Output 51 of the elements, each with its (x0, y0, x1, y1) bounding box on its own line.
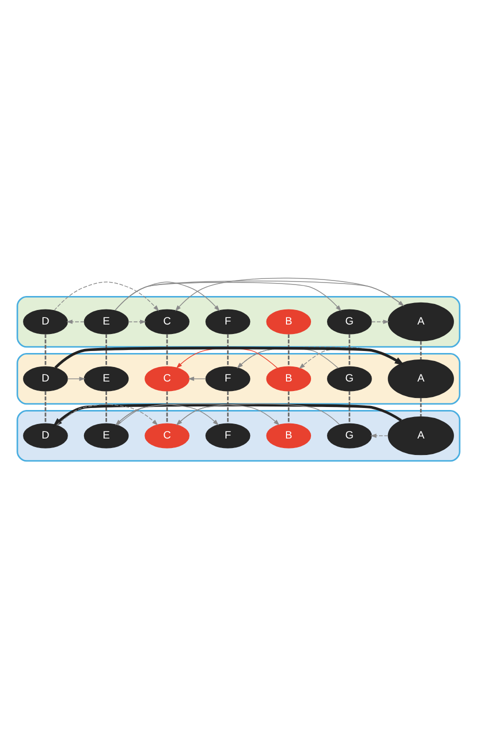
node-ellipse: B (266, 366, 312, 392)
node-ellipse: G (327, 309, 372, 334)
node-ellipse: F (205, 423, 250, 448)
connector (348, 334, 350, 366)
connector (106, 334, 108, 366)
node-ellipse: E (84, 309, 129, 334)
connector (348, 391, 350, 424)
arrow (176, 404, 340, 426)
node-ellipse: D (23, 423, 68, 448)
arrow (114, 282, 220, 312)
node-ellipse: F (205, 309, 250, 334)
connector (227, 334, 229, 366)
node-ellipse: A (388, 359, 454, 398)
connector (166, 334, 168, 366)
node-ellipse: G (327, 366, 372, 392)
arrow (114, 282, 342, 312)
connector (420, 341, 422, 360)
arrow (54, 282, 160, 312)
connector (106, 391, 108, 424)
connector (288, 334, 290, 366)
node-ellipse: E (84, 366, 129, 392)
arrow (188, 376, 206, 381)
node-ellipse: B (266, 423, 312, 448)
node-ellipse: C (144, 423, 190, 448)
node-ellipse: D (23, 366, 68, 392)
arrow (371, 320, 390, 324)
node-ellipse: C (144, 366, 190, 392)
node-ellipse: F (205, 366, 250, 392)
arrow (370, 434, 388, 438)
node-ellipse: A (388, 302, 454, 342)
connector (44, 391, 46, 424)
connector (44, 334, 46, 366)
connector (227, 391, 229, 424)
connector (420, 398, 422, 416)
arrow (66, 320, 85, 324)
arrow (114, 280, 404, 311)
arrow (117, 404, 219, 426)
node-ellipse: B (266, 309, 312, 334)
cluster (16, 410, 460, 462)
connector (288, 391, 290, 424)
node-ellipse: D (23, 309, 68, 334)
node-ellipse: G (327, 423, 372, 448)
cluster (16, 296, 460, 348)
connector (166, 391, 168, 424)
arrow (67, 376, 86, 381)
arrow (175, 278, 404, 312)
arrow (128, 320, 146, 324)
node-ellipse: E (84, 423, 129, 448)
node-ellipse: C (144, 309, 190, 334)
node-ellipse: A (388, 416, 454, 456)
cluster (16, 352, 460, 405)
